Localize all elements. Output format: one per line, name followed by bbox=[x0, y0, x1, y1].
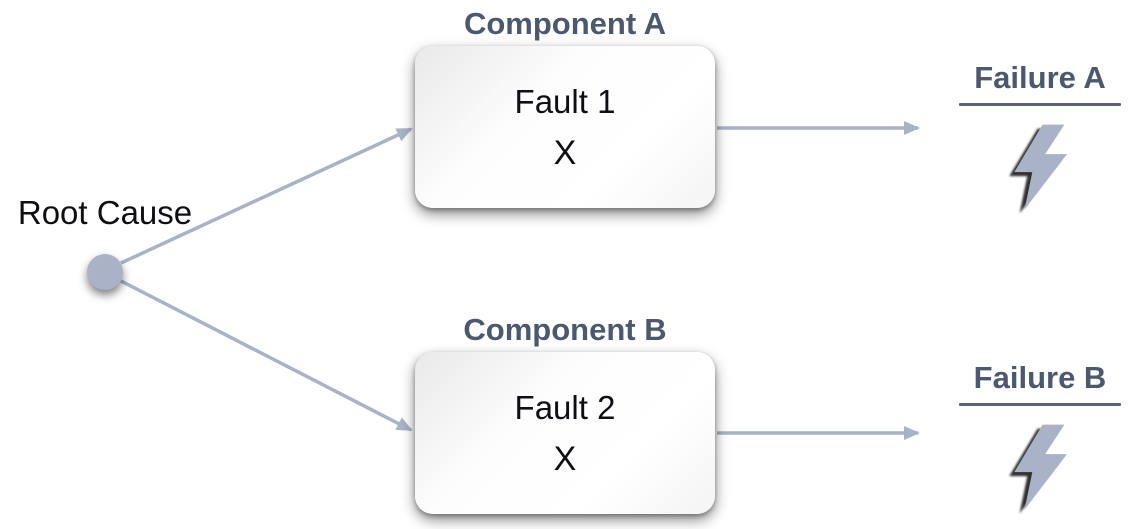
component-a-box: Fault 1 X bbox=[415, 46, 715, 208]
lightning-bolt-icon bbox=[1007, 422, 1073, 512]
fault-2-symbol: X bbox=[553, 439, 577, 478]
failure-a-group: Failure A bbox=[950, 62, 1130, 212]
failure-b-underline bbox=[959, 403, 1121, 406]
failure-a-label: Failure A bbox=[974, 60, 1106, 95]
component-b-title: Component B bbox=[463, 312, 667, 347]
component-b-box: Fault 2 X bbox=[415, 352, 715, 514]
failure-b-group: Failure B bbox=[950, 362, 1130, 512]
lightning-bolt-icon bbox=[1007, 122, 1073, 212]
fault-2-label: Fault 2 bbox=[514, 388, 616, 426]
root-cause-node bbox=[87, 254, 123, 290]
failure-a-underline bbox=[959, 103, 1121, 106]
component-a-title: Component A bbox=[463, 6, 667, 41]
fault-1-symbol: X bbox=[553, 133, 577, 172]
fault-1-label: Fault 1 bbox=[514, 82, 616, 120]
connector-root-to-component-b bbox=[120, 279, 413, 432]
root-cause-label: Root Cause bbox=[17, 194, 193, 231]
failure-b-label: Failure B bbox=[973, 360, 1107, 395]
